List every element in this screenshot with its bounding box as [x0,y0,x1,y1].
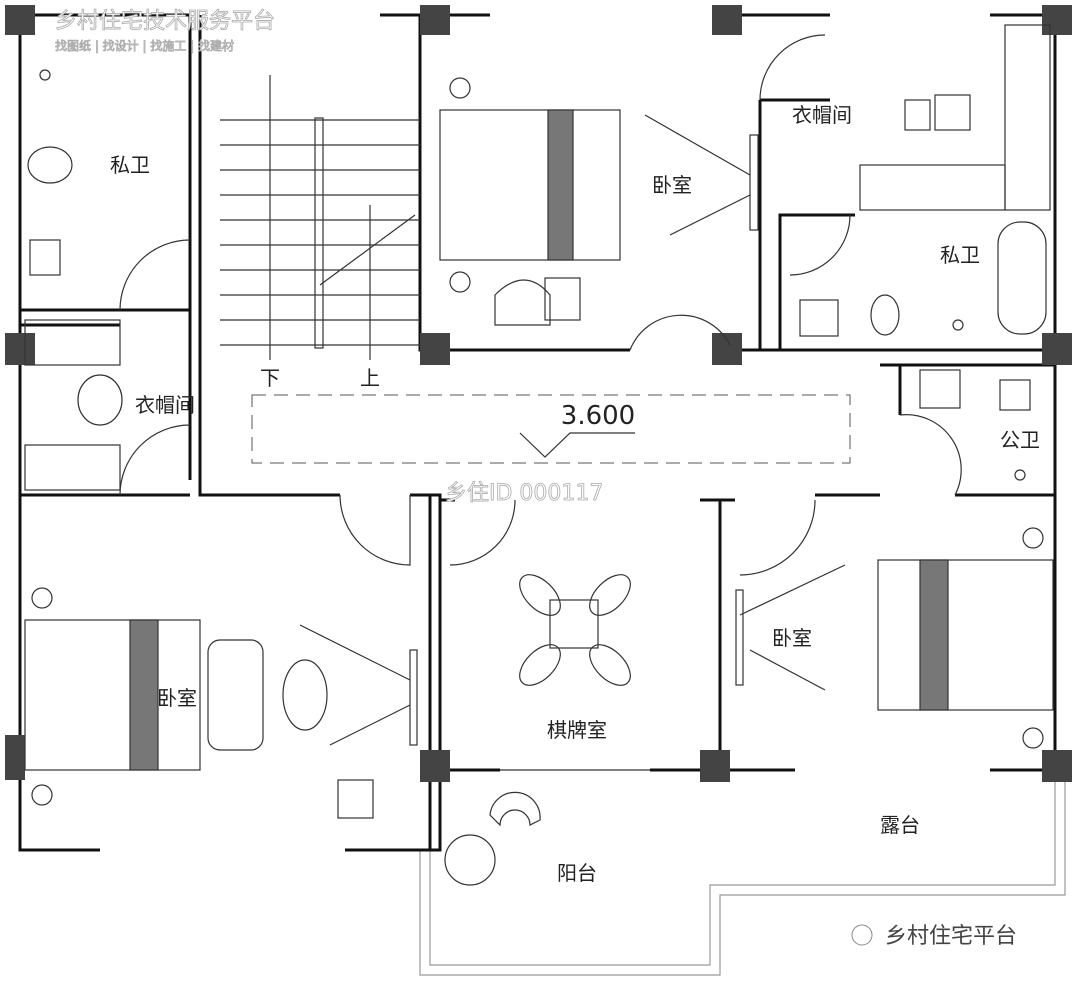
room-label-closet-left: 衣帽间 [135,393,195,417]
room-label-bedroom-left: 卧室 [157,686,197,710]
furniture [24,24,1054,886]
room-label-bedroom-top: 卧室 [652,173,692,197]
bed-left [24,619,201,771]
bed-right [877,559,1054,711]
watermark-title: 乡村住宅技术服务平台 [55,9,275,34]
stair-up-label: 上 [360,366,380,390]
room-label-bedroom-right: 卧室 [772,626,812,650]
watermark-subtitle: 找图纸 | 找设计 | 找施工 | 找建材 [55,39,234,53]
room-label-balcony: 阳台 [557,861,597,885]
wechat-icon [851,924,873,946]
room-label-bath-top-right: 私卫 [940,243,980,267]
balcony-railing [419,770,1066,976]
room-label-closet-top-right: 衣帽间 [792,103,852,127]
watermark-footer: 乡村住宅平台 [885,924,1017,949]
stair-down-label: 下 [260,366,280,390]
hall-area [251,394,851,464]
elevation-marker [519,432,635,458]
structural-columns [5,5,1072,782]
staircase [220,75,420,360]
room-label-bath-left: 私卫 [110,153,150,177]
bed-top [439,109,621,261]
room-label-chess-room: 棋牌室 [547,718,607,742]
walls [18,13,1057,852]
room-label-public-bath: 公卫 [1000,428,1040,452]
elevation-label: 3.600 [561,401,635,431]
room-label-terrace: 露台 [880,813,920,837]
chess-table [549,599,599,649]
watermark-id: 乡住ID 000117 [445,481,603,506]
